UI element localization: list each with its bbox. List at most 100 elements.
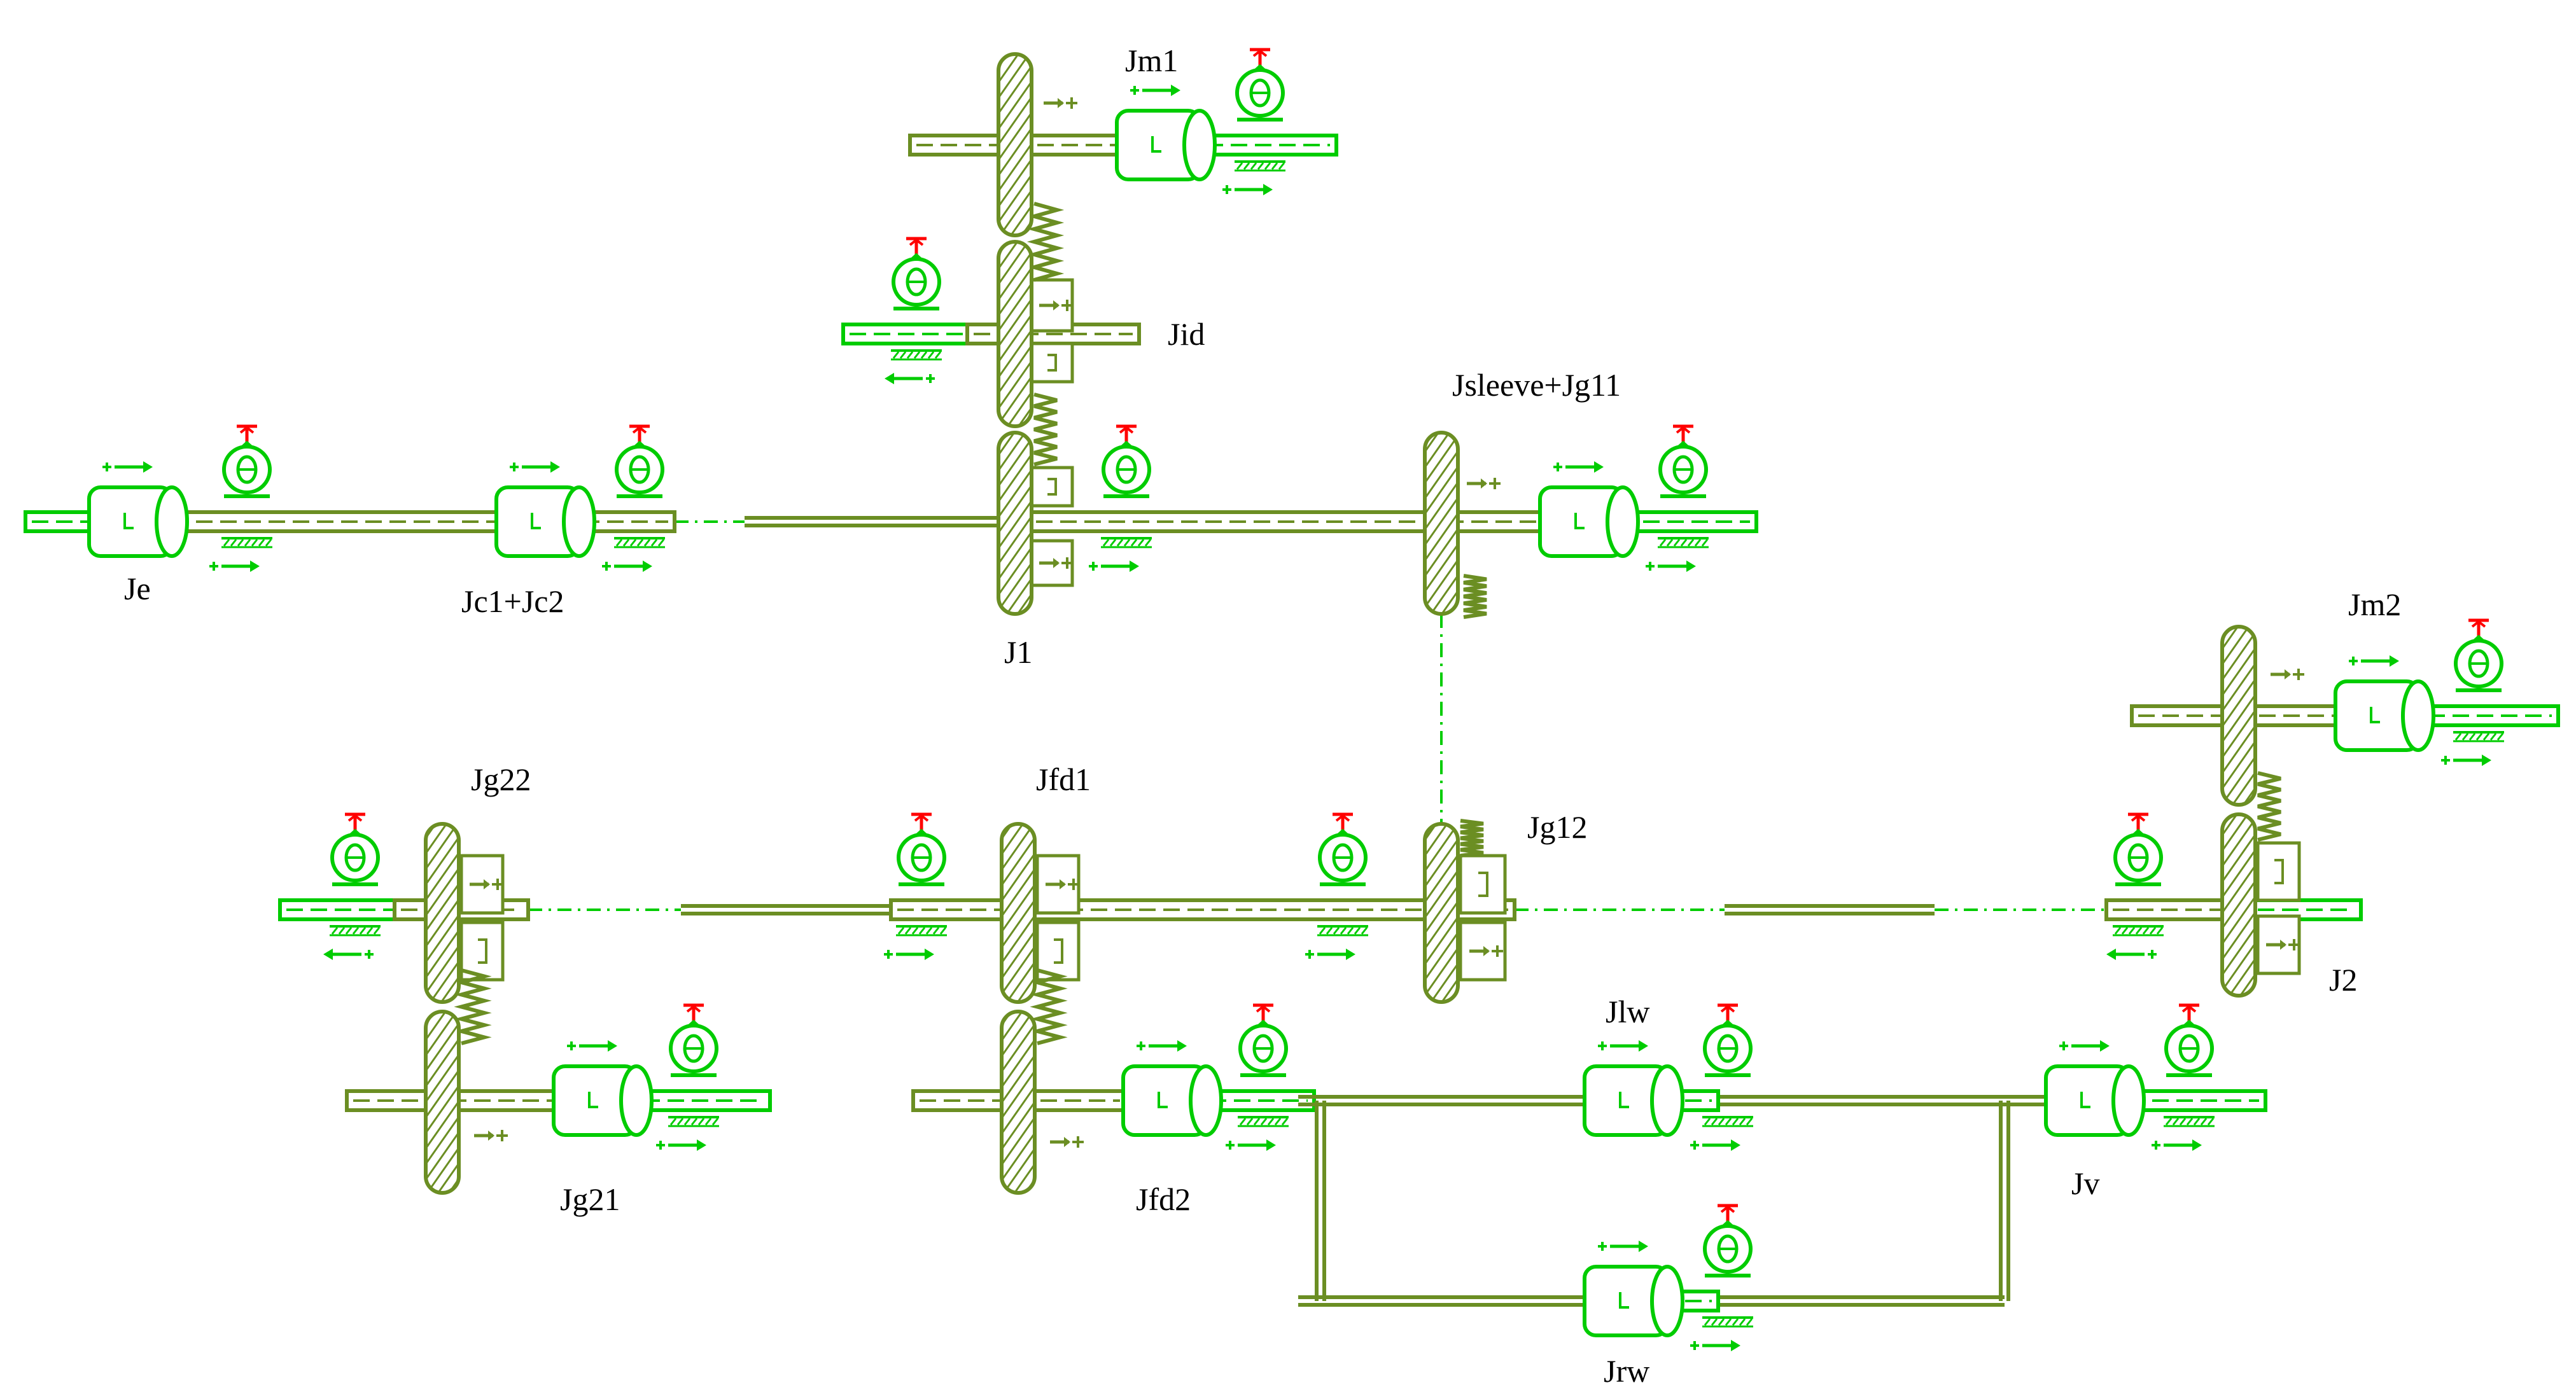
ground-hatch [2489, 733, 2497, 741]
ground-hatch [1102, 539, 1110, 546]
reference-arrow [2181, 1005, 2197, 1013]
arrow-head [143, 461, 153, 473]
ground-hatch [920, 351, 928, 359]
ground-hatch [657, 539, 665, 546]
label-jg12: Jg12 [1527, 809, 1588, 845]
label-jlw: Jlw [1606, 994, 1650, 1029]
bracket-jid-upper [1029, 278, 1074, 333]
inertia-end [619, 1064, 654, 1137]
inertia-port-arrow [102, 461, 153, 473]
ground-hatch [1666, 539, 1674, 546]
ground-hatch [1116, 539, 1124, 546]
inertia-end [1650, 1064, 1684, 1137]
arrow-head [885, 373, 894, 384]
spring-jg12 [1460, 819, 1484, 858]
sensor-jc [614, 424, 665, 548]
ground-hatch [1271, 162, 1278, 170]
ground-hatch [1711, 1118, 1718, 1125]
bracket-jg12-lower [1459, 921, 1507, 982]
ground-hatch [2114, 927, 2122, 935]
reference-arrow [914, 814, 929, 822]
arrow-head [550, 461, 560, 473]
ground-hatch [2172, 1118, 2180, 1125]
ground-hatch [2193, 1118, 2201, 1125]
inertia-jlw [1583, 1064, 1684, 1137]
inertia-port-arrow [510, 461, 560, 473]
ground-hatch [359, 927, 367, 935]
inertia-jrw [1583, 1265, 1684, 1337]
arrow-head [250, 560, 260, 572]
ground-hatch [1264, 162, 1271, 170]
arrow-head [1731, 1139, 1740, 1151]
reference-arrow [1252, 49, 1268, 57]
bracket-j1-lower [1029, 539, 1074, 587]
inertia-mark [1574, 513, 1585, 529]
inertia-port-arrow [2059, 1040, 2110, 1052]
ground-hatch [1123, 539, 1131, 546]
arrow-head [2390, 655, 2399, 667]
ground-hatch [1673, 539, 1681, 546]
label-j2: J2 [2329, 962, 2358, 998]
arrow-head [1594, 461, 1604, 473]
ground-hatch [690, 1118, 698, 1125]
reference-arrow [347, 814, 363, 822]
ground-hatch [230, 539, 237, 546]
ground-hatch [934, 351, 942, 359]
gear-j2 [2220, 812, 2257, 998]
spring-jfd1-jfd2 [1030, 968, 1068, 1045]
sensor-port-arrow [884, 949, 934, 960]
inertia-port-arrow [1553, 461, 1604, 473]
ground-hatch [1109, 539, 1117, 546]
inertia-mark [123, 513, 134, 529]
spring-jm2-j2 [2257, 771, 2281, 842]
ground-hatch [1732, 1318, 1739, 1326]
reference-arrow [1720, 1205, 1735, 1213]
reference-arrow [1256, 1005, 1271, 1013]
ground-hatch [2200, 1118, 2208, 1125]
ground-hatch [913, 351, 921, 359]
sensor-jg12 [1317, 812, 1368, 936]
ground-hatch [1680, 539, 1688, 546]
ground-hatch [911, 927, 919, 935]
reference-arrow [1676, 426, 1691, 434]
ground-hatch [1361, 927, 1368, 935]
ground-hatch [352, 927, 360, 935]
arrow-head [1639, 1241, 1648, 1252]
axle-drop-left [1315, 1101, 1326, 1301]
gears [424, 52, 2257, 1195]
sensor-je [221, 424, 272, 548]
ground-hatch [629, 539, 637, 546]
inertia-jm1 [1115, 109, 1217, 181]
dashed-links [528, 520, 2106, 911]
bracket-j2-upper [2256, 841, 2301, 902]
bracket-frame [2256, 841, 2301, 902]
ground-hatch [1725, 1118, 1732, 1125]
gear-jsleeve [1423, 431, 1460, 616]
ground-hatch [615, 539, 623, 546]
reference-arrow [1119, 426, 1134, 434]
sensor-port-arrow [1646, 560, 1696, 572]
sensor-port-arrow [1305, 949, 1355, 960]
ground-hatch [2149, 927, 2157, 935]
sensor-jrw [1702, 1204, 1753, 1328]
reference-arrow [2471, 620, 2486, 628]
sensor-jm1 [1235, 48, 1285, 172]
arrow-head [323, 949, 333, 960]
inertia-end [1189, 1064, 1223, 1137]
ground-hatch [1739, 1118, 1746, 1125]
port-arrow-icon [1467, 478, 1501, 489]
ground-hatch [1236, 162, 1243, 170]
arrow-head [1171, 85, 1180, 96]
ground-hatch [2496, 733, 2504, 741]
ground-hatch [237, 539, 244, 546]
port-arrow-icon [474, 1130, 508, 1141]
inertia-jg21 [552, 1064, 654, 1137]
sensor-jsleeve [1658, 424, 1709, 548]
label-jm2: Jm2 [2348, 587, 2402, 622]
ground-hatch [932, 927, 940, 935]
ground-hatch [1144, 539, 1152, 546]
ground-hatch [331, 927, 339, 935]
ground-hatch [265, 539, 272, 546]
sensor-jg21 [668, 1003, 719, 1127]
label-jid: Jid [1168, 316, 1205, 352]
